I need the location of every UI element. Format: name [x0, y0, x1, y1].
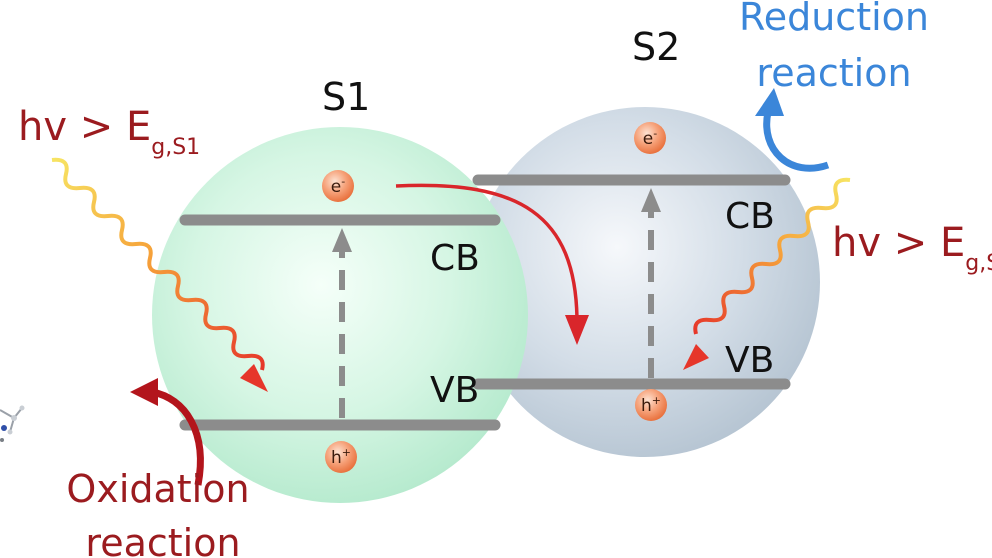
- oxidation-label-line2: reaction: [85, 521, 240, 558]
- reduction-label-line1: Reduction: [739, 0, 929, 39]
- svg-text:e-: e-: [643, 127, 657, 149]
- oxidation-curved-arrow: [151, 388, 204, 486]
- reduction-arrowhead: [755, 88, 784, 116]
- wavy-light-arrowhead-s2: [683, 344, 709, 370]
- wavy-light-arrow-s1: [51, 157, 265, 371]
- oxidation-arrowhead: [130, 378, 158, 406]
- s2-hole-icon: h+: [635, 389, 667, 421]
- reduction-curved-arrow: [763, 111, 830, 172]
- svg-text:h+: h+: [331, 446, 351, 468]
- s2-label: S2: [632, 25, 680, 69]
- s1-hole-icon: h+: [325, 441, 357, 473]
- wavy-light-arrowhead-s1: [240, 364, 268, 392]
- s1-label: S1: [322, 75, 370, 119]
- reduction-label-line2: reaction: [756, 51, 911, 95]
- electron-transfer-arrowhead: [565, 315, 589, 345]
- s2-vb-label: VB: [725, 340, 774, 381]
- svg-text:h+: h+: [641, 394, 661, 416]
- s2-electron-icon: e-: [634, 122, 666, 154]
- wavy-light-arrow-s2: [693, 177, 851, 335]
- s2-excitation-arrowhead: [641, 188, 661, 212]
- molecule-fragment-icon: [0, 405, 25, 442]
- s2-cb-label: CB: [725, 196, 775, 237]
- s1-cb-label: CB: [430, 238, 480, 279]
- s1-vb-label: VB: [430, 370, 479, 411]
- s1-excitation-arrowhead: [332, 228, 352, 252]
- s1-electron-icon: e-: [322, 170, 354, 202]
- oxidation-label-line1: Oxidation: [66, 467, 249, 511]
- s2-light-label: hv > Eg,S2: [832, 220, 992, 276]
- sphere-s2: [470, 107, 820, 457]
- svg-text:e-: e-: [331, 175, 345, 197]
- s1-light-label: hv > Eg,S1: [18, 104, 200, 160]
- electron-transfer-arrow: [395, 183, 579, 319]
